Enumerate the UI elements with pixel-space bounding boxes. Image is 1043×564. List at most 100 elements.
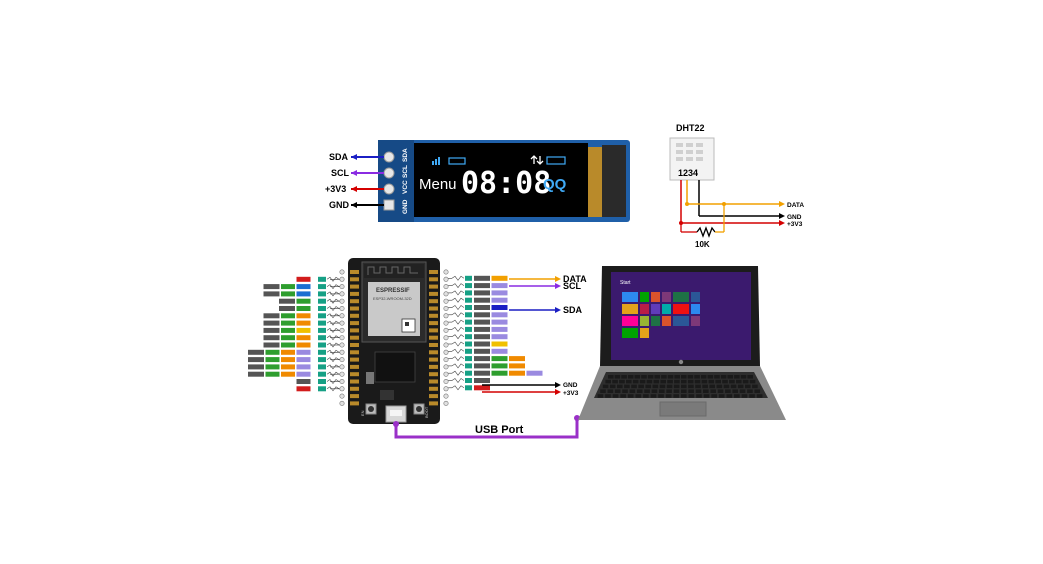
- header-pin-right: [443, 313, 449, 319]
- key: [666, 384, 673, 389]
- left-pad: [350, 291, 359, 296]
- usb-end-board: [393, 421, 399, 427]
- esp32-right-wires: DATA SCL SDA GND +3V3: [482, 274, 587, 397]
- key: [694, 379, 701, 384]
- header-pin-left: [339, 305, 345, 311]
- esp32-board: ESPRESSIF ESP32-WROOM-32D EN BOOT: [248, 258, 543, 424]
- pin-tag: [281, 284, 295, 290]
- right-pad: [429, 386, 438, 391]
- oled-pin-label-scl: SCL: [402, 165, 409, 178]
- right-pad: [429, 350, 438, 355]
- header-pin-left: [339, 357, 345, 363]
- header-pin-left: [339, 342, 345, 348]
- oled-flex-cable: [588, 147, 602, 217]
- key: [695, 384, 701, 389]
- key: [681, 389, 687, 393]
- right-pad: [429, 335, 438, 340]
- pin-tag: [318, 349, 326, 355]
- key: [597, 394, 604, 398]
- key: [732, 389, 739, 393]
- key: [723, 384, 730, 389]
- pin-tag: [491, 305, 508, 310]
- key: [747, 375, 753, 379]
- header-pin-right: [443, 393, 449, 399]
- key: [645, 384, 652, 389]
- key: [681, 375, 687, 379]
- laptop-start-text: Start: [620, 280, 631, 286]
- pin-tag: [318, 371, 326, 377]
- right-pad: [429, 277, 438, 282]
- pin-wave: [451, 341, 465, 347]
- pin-tag: [296, 327, 311, 333]
- key: [681, 379, 687, 384]
- pin-tag: [491, 290, 508, 296]
- key: [694, 375, 700, 379]
- key: [621, 375, 627, 379]
- pin-tag: [474, 305, 490, 310]
- usb-cable-line: [394, 418, 579, 439]
- pin-tag: [465, 297, 472, 303]
- pin-tag: [318, 291, 326, 297]
- esp-label-sda: SDA: [563, 305, 583, 315]
- start-tiles: [622, 292, 700, 338]
- header-pin-right: [443, 291, 449, 297]
- pin-wave: [451, 275, 465, 281]
- right-pad: [429, 394, 438, 399]
- key: [609, 384, 616, 389]
- pin-tag: [265, 349, 280, 355]
- pin-tag: [318, 342, 326, 348]
- oled-pin-label-vcc: VCC: [402, 180, 409, 194]
- esp32-model: ESP32-WROOM-32D: [373, 296, 412, 301]
- key: [634, 375, 641, 379]
- esp32-antenna: [364, 264, 424, 278]
- dht22-title: DHT22: [676, 123, 705, 133]
- pin-tag: [465, 326, 472, 332]
- pin-tag: [474, 334, 490, 340]
- left-pad: [350, 306, 359, 311]
- pin-tag: [318, 306, 326, 311]
- pin-tag: [296, 298, 311, 304]
- junction-1: [685, 202, 689, 206]
- right-pad: [429, 284, 438, 289]
- key: [717, 389, 724, 393]
- pin-tag: [509, 370, 525, 376]
- key: [612, 379, 618, 384]
- oled-connection-icon: [448, 157, 466, 165]
- pin-tag: [465, 385, 472, 391]
- pin-tag: [465, 356, 472, 362]
- pin-tag: [465, 275, 472, 281]
- pin-tag: [296, 276, 311, 282]
- pin-wave: [451, 385, 465, 391]
- key: [710, 389, 716, 393]
- esp32-chip-2: [366, 372, 374, 384]
- key: [622, 389, 628, 393]
- pin-tag: [263, 327, 280, 333]
- laptop-touchpad[interactable]: [659, 401, 707, 417]
- header-pin-left: [339, 364, 345, 370]
- start-tile: [673, 292, 689, 302]
- start-tile: [622, 304, 638, 314]
- key: [674, 379, 680, 384]
- laptop-keys: [597, 375, 763, 398]
- pin-wave: [451, 312, 465, 318]
- esp32-qr-inner: [405, 322, 409, 326]
- key: [754, 389, 761, 393]
- pin-tag: [491, 348, 508, 354]
- left-pad: [350, 401, 359, 406]
- start-tile: [640, 316, 649, 326]
- key: [714, 375, 720, 379]
- pin-wave: [451, 297, 465, 303]
- key: [646, 379, 653, 384]
- pin-wave: [451, 283, 465, 289]
- pin-tag: [296, 335, 311, 341]
- oled-pin-scl: [383, 167, 395, 179]
- key: [695, 389, 702, 393]
- key: [726, 394, 733, 398]
- pin-tag: [465, 370, 472, 376]
- header-pin-right: [443, 349, 449, 355]
- arrow-esp-gnd: [555, 382, 561, 388]
- oled-screen: [414, 143, 588, 217]
- pin-tag: [465, 290, 472, 296]
- pin-tag: [491, 326, 508, 332]
- pin-tag: [296, 284, 311, 290]
